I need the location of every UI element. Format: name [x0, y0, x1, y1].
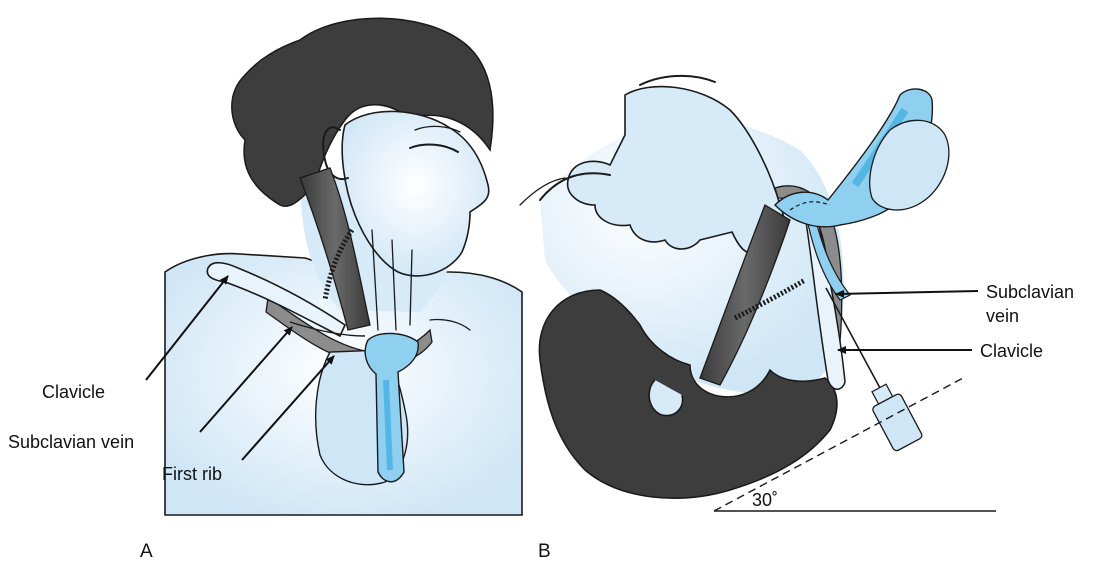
- label-angle: 30˚: [752, 490, 778, 510]
- label-clavicle-a: Clavicle: [42, 382, 105, 402]
- label-subclavian-vein-a: Subclavian vein: [8, 432, 134, 452]
- panel-b-syringe: [865, 380, 923, 452]
- label-first-rib-a: First rib: [162, 464, 222, 484]
- subclavian-vein-b-arrow: [836, 291, 978, 294]
- panel-letter-b: B: [538, 541, 551, 562]
- label-subclavian-b-line1: Subclavian: [986, 282, 1074, 302]
- panel-b-illustration: [520, 76, 996, 511]
- label-subclavian-b-line2: vein: [986, 306, 1019, 326]
- panel-letter-a: A: [140, 541, 153, 562]
- panel-a-illustration: [165, 18, 522, 515]
- label-clavicle-b: Clavicle: [980, 341, 1043, 361]
